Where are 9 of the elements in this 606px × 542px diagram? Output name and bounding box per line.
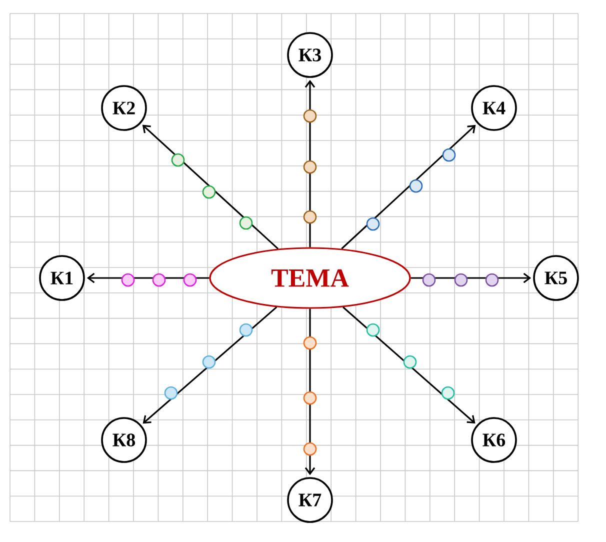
arrow bbox=[304, 80, 316, 248]
arrow bbox=[142, 124, 279, 250]
arrow bbox=[341, 124, 476, 250]
arrow bbox=[86, 272, 210, 284]
arrow bbox=[410, 272, 532, 284]
node-label: К7 bbox=[298, 494, 322, 506]
arrow bbox=[142, 306, 278, 424]
arrow bbox=[304, 308, 316, 476]
arrow bbox=[342, 306, 476, 424]
